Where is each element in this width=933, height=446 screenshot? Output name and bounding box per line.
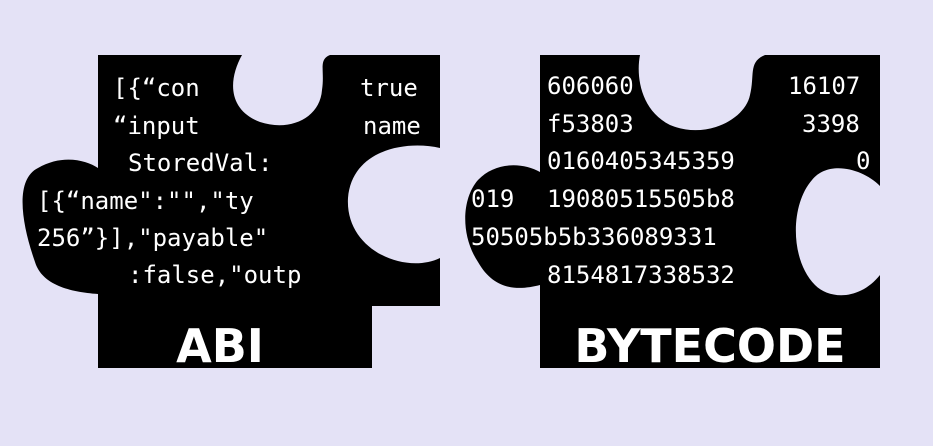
abi-code-line-6: [{“name":"","ty bbox=[37, 187, 254, 215]
abi-code-line-2: true bbox=[360, 74, 418, 102]
abi-label: ABI bbox=[176, 319, 264, 373]
abi-code-line-5: StoredVal: bbox=[128, 149, 273, 177]
bytecode-line-1: 606060 bbox=[547, 72, 634, 100]
abi-piece-shape bbox=[22, 55, 441, 368]
bytecode-line-7: 019 bbox=[471, 185, 514, 213]
bytecode-line-2: 16107 bbox=[788, 72, 860, 100]
bytecode-puzzle-piece: 606060 16107 f53803 3398 0160405345359 0… bbox=[465, 55, 880, 373]
abi-code-line-1: [{“con bbox=[113, 74, 200, 102]
abi-code-line-4: name bbox=[363, 112, 421, 140]
bytecode-line-10: 8154817338532 bbox=[547, 261, 735, 289]
bytecode-line-9: 50505b5b336089331 bbox=[471, 223, 717, 251]
bytecode-line-3: f53803 bbox=[547, 110, 634, 138]
bytecode-line-6: 0 bbox=[856, 147, 870, 175]
bytecode-piece-shape bbox=[465, 55, 880, 368]
bytecode-label: BYTECODE bbox=[574, 319, 845, 373]
abi-code-line-7: 256”}],"payable" bbox=[37, 224, 268, 252]
bytecode-line-4: 3398 bbox=[802, 110, 860, 138]
bytecode-line-5: 0160405345359 bbox=[547, 147, 735, 175]
abi-code-line-8: :false,"outp bbox=[128, 261, 301, 289]
abi-puzzle-piece: [{“con true “input name StoredVal: [{“na… bbox=[22, 55, 441, 373]
abi-code-line-3: “input bbox=[113, 112, 200, 140]
bytecode-line-8: 19080515505b8 bbox=[547, 185, 735, 213]
